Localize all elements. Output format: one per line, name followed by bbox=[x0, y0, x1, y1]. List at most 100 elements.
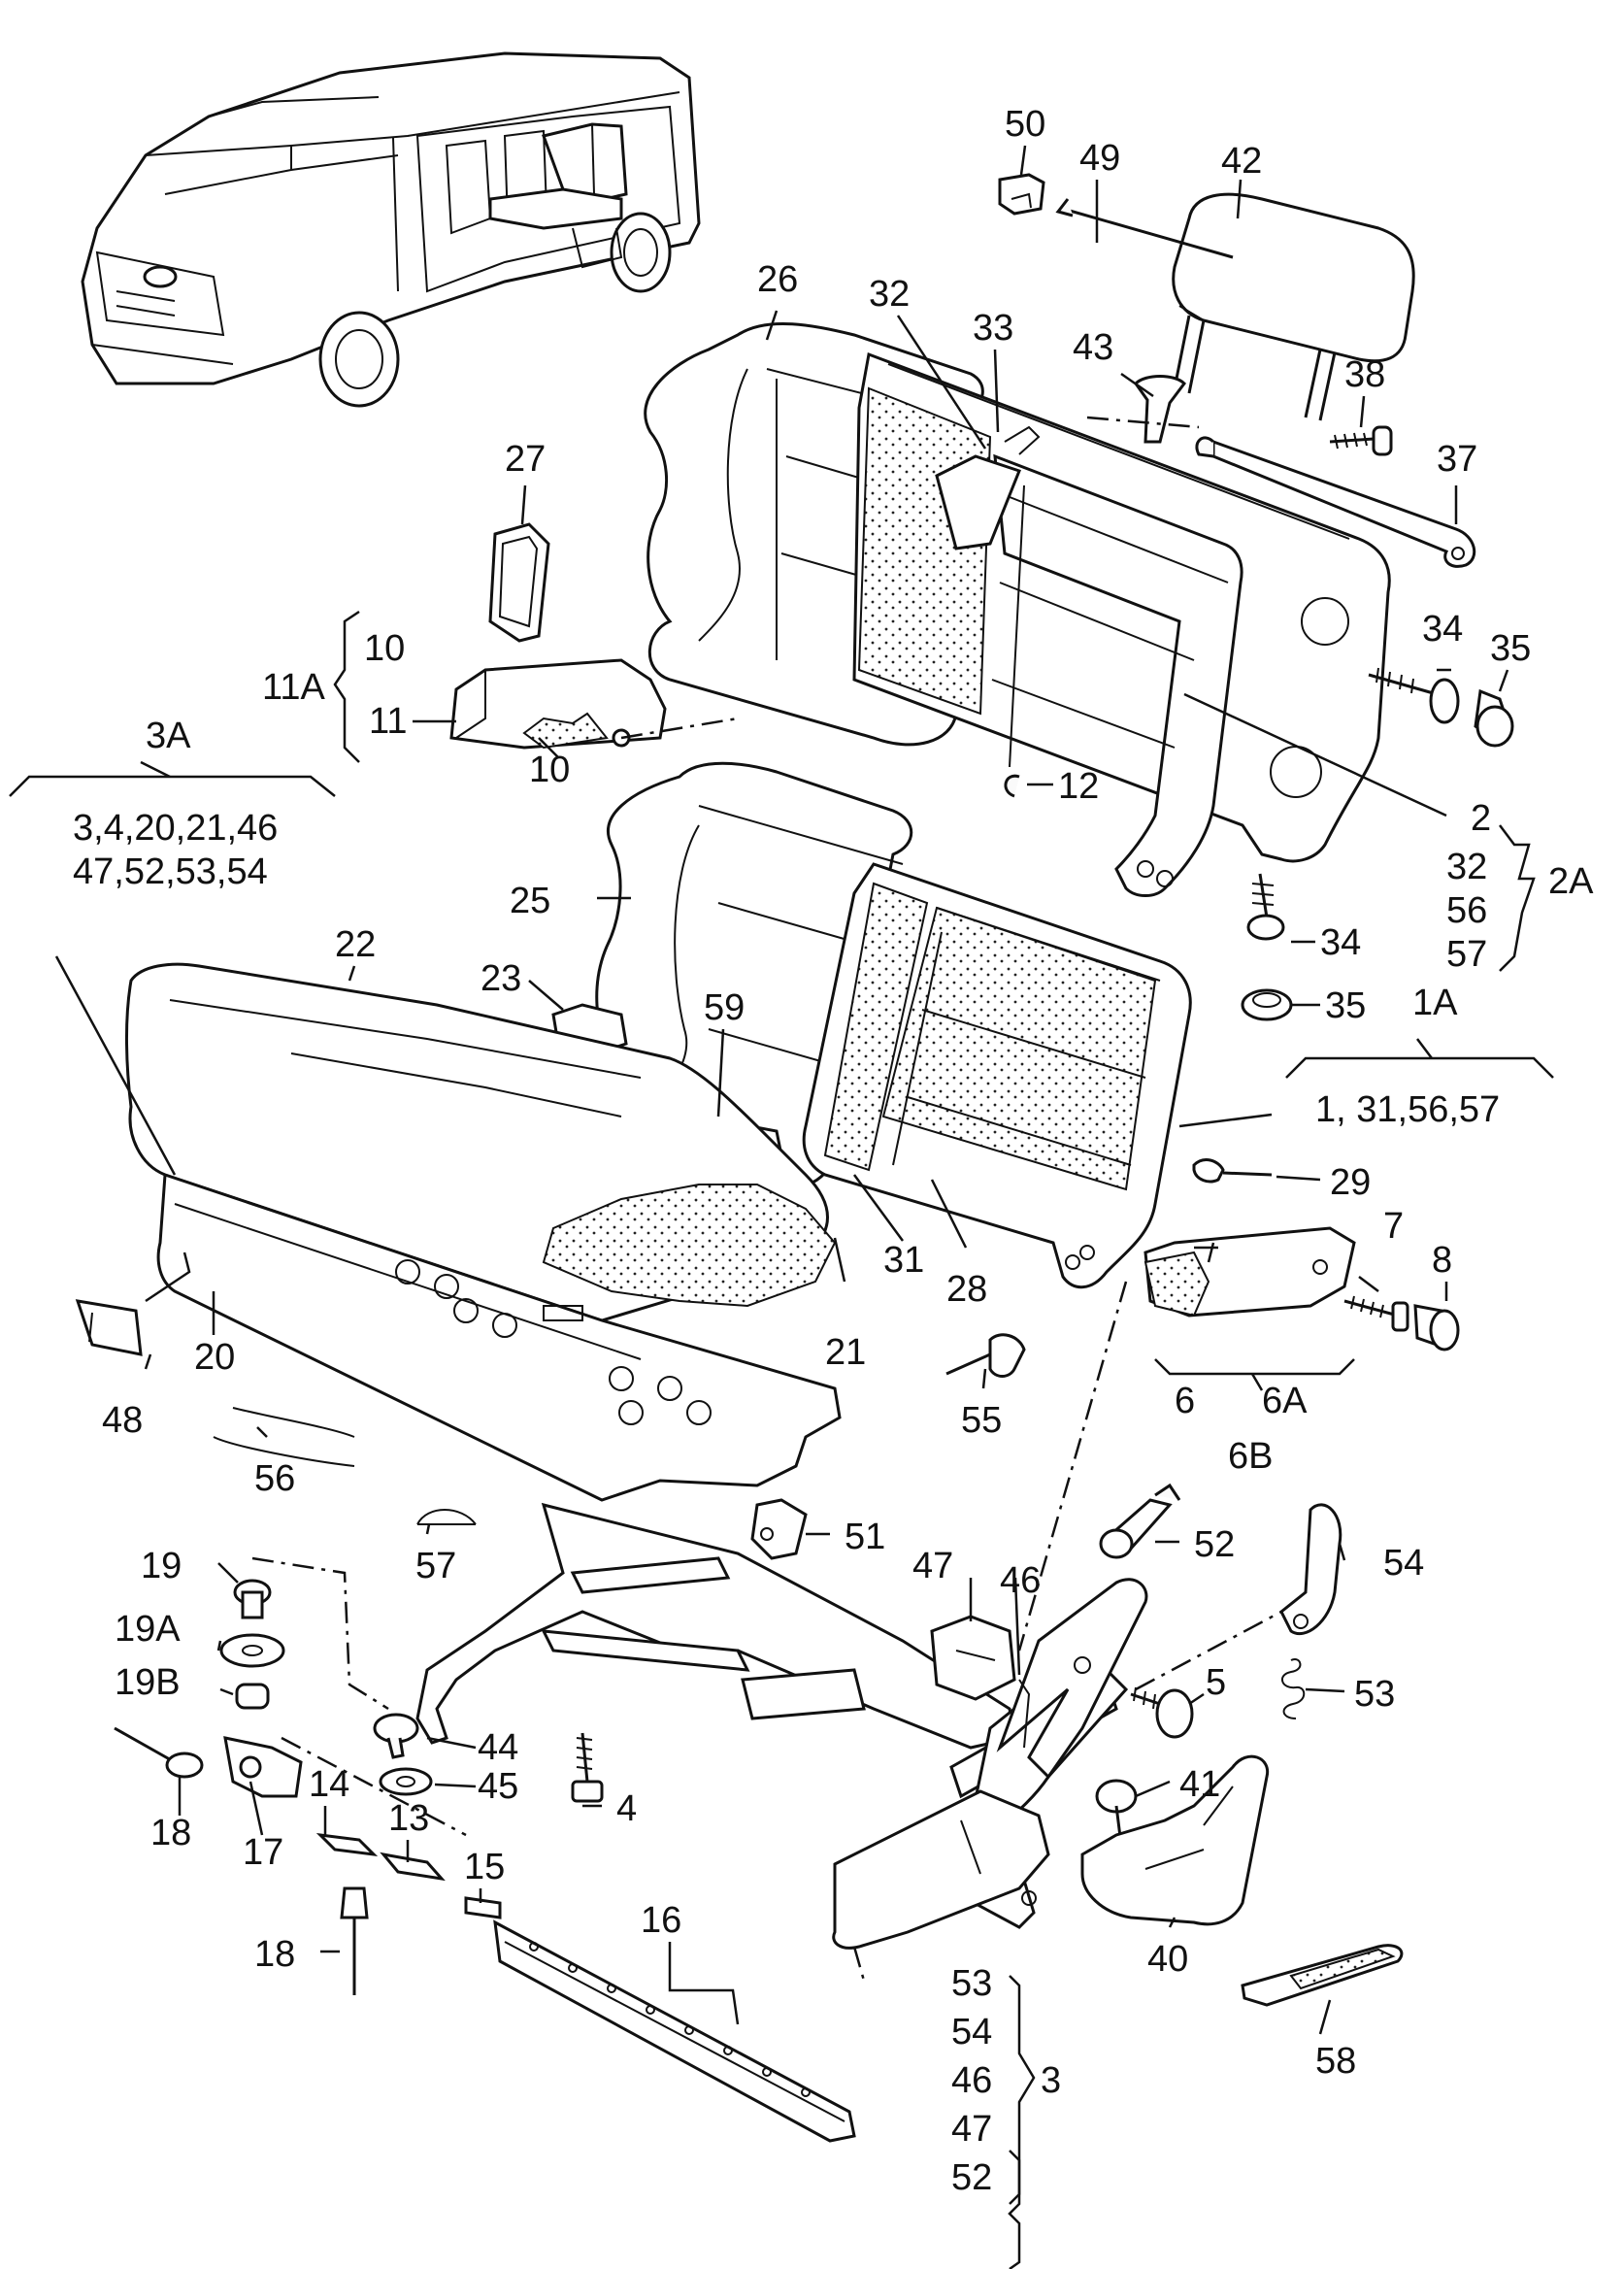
label-11: 11 bbox=[369, 701, 407, 742]
label-49: 49 bbox=[1079, 138, 1120, 179]
label-43: 43 bbox=[1073, 327, 1113, 368]
label-34-lower: 34 bbox=[1320, 922, 1361, 963]
group-2A-member-32: 32 bbox=[1446, 847, 1487, 887]
cover-47 bbox=[930, 1615, 1016, 1701]
label-27: 27 bbox=[505, 439, 546, 480]
label-42: 42 bbox=[1221, 141, 1262, 182]
label-2: 2 bbox=[1471, 798, 1491, 839]
leader-lines bbox=[9, 145, 1554, 2269]
label-35-upper: 35 bbox=[1490, 628, 1531, 669]
group-2A: 32 56 57 2A bbox=[1446, 847, 1594, 975]
label-14: 14 bbox=[309, 1764, 349, 1805]
group-11A-code: 11A bbox=[262, 667, 325, 708]
knob-5 bbox=[1130, 1686, 1194, 1739]
label-20: 20 bbox=[194, 1337, 235, 1378]
group-2A-member-57: 57 bbox=[1446, 934, 1487, 975]
group-1A-members: 1, 31,56,57 bbox=[1315, 1089, 1500, 1130]
label-50: 50 bbox=[1005, 104, 1045, 145]
group-3A-members-1: 3,4,20,21,46 bbox=[73, 808, 278, 849]
label-6: 6 bbox=[1175, 1381, 1195, 1421]
cap-8 bbox=[1413, 1304, 1460, 1351]
label-15: 15 bbox=[464, 1847, 505, 1887]
group-3-member-52: 52 bbox=[951, 2157, 992, 2198]
rod-46 bbox=[1018, 1679, 1031, 1749]
label-55: 55 bbox=[961, 1400, 1002, 1441]
label-47: 47 bbox=[912, 1546, 953, 1586]
washer-45 bbox=[379, 1767, 433, 1796]
label-18-upper: 18 bbox=[150, 1813, 191, 1853]
label-52: 52 bbox=[1194, 1524, 1235, 1565]
seat-base-20 bbox=[156, 1172, 842, 1502]
label-53: 53 bbox=[1354, 1674, 1395, 1715]
group-3: 53 54 46 47 52 3 bbox=[951, 1963, 1061, 2198]
pin-29 bbox=[1192, 1158, 1273, 1184]
label-37: 37 bbox=[1437, 439, 1477, 480]
label-23: 23 bbox=[481, 958, 521, 999]
bracket-17 bbox=[223, 1736, 303, 1798]
lever-52 bbox=[1099, 1483, 1181, 1559]
group-1A: 1A 1, 31,56,57 bbox=[1315, 983, 1500, 1130]
bolt-7 bbox=[1343, 1295, 1409, 1332]
label-19A: 19A bbox=[115, 1609, 181, 1650]
connection-lines bbox=[251, 416, 1282, 1982]
lever-54 bbox=[1279, 1503, 1342, 1635]
label-13: 13 bbox=[388, 1798, 429, 1839]
seat-cushion-22 bbox=[125, 962, 837, 1322]
group-3-member-47: 47 bbox=[951, 2109, 992, 2150]
group-2A-member-56: 56 bbox=[1446, 890, 1487, 931]
backrest-frame-1 bbox=[802, 862, 1192, 1289]
label-18-lower: 18 bbox=[254, 1934, 295, 1975]
group-3-member-53: 53 bbox=[951, 1963, 992, 2004]
spring-53 bbox=[1281, 1658, 1306, 1719]
label-25: 25 bbox=[510, 881, 550, 921]
label-46: 46 bbox=[1000, 1560, 1041, 1601]
label-19: 19 bbox=[141, 1546, 182, 1586]
label-34-upper: 34 bbox=[1422, 609, 1463, 650]
label-56: 56 bbox=[254, 1458, 295, 1499]
cover-40 bbox=[1080, 1754, 1270, 1926]
label-19B: 19B bbox=[115, 1662, 181, 1703]
label-5: 5 bbox=[1206, 1662, 1226, 1703]
label-29: 29 bbox=[1330, 1162, 1371, 1203]
label-16: 16 bbox=[641, 1900, 681, 1941]
van-illustration bbox=[81, 51, 701, 408]
clip-15 bbox=[464, 1896, 502, 1919]
label-8: 8 bbox=[1432, 1240, 1452, 1281]
label-7: 7 bbox=[1383, 1206, 1404, 1247]
group-11A: 11A bbox=[262, 667, 325, 708]
trim-56 bbox=[213, 1407, 355, 1467]
label-6A: 6A bbox=[1262, 1381, 1308, 1421]
plug-55 bbox=[945, 1333, 1026, 1378]
label-10-top: 10 bbox=[364, 628, 405, 669]
label-59: 59 bbox=[704, 987, 745, 1028]
armrest-11 bbox=[449, 658, 667, 750]
group-2A-code: 2A bbox=[1548, 861, 1594, 902]
rivet-18-lower bbox=[340, 1886, 369, 1995]
label-26: 26 bbox=[757, 259, 798, 300]
rivet-18-upper bbox=[114, 1726, 204, 1779]
label-38: 38 bbox=[1344, 354, 1385, 395]
group-6B-code: 6B bbox=[1228, 1436, 1273, 1477]
label-32: 32 bbox=[869, 274, 910, 315]
label-48: 48 bbox=[102, 1400, 143, 1441]
part-labels: 50 49 42 26 32 33 43 38 37 27 10 11 10 1… bbox=[102, 104, 1531, 2082]
trim-58 bbox=[1241, 1944, 1404, 2007]
cap-35-upper bbox=[1474, 688, 1514, 748]
group-3A-code: 3A bbox=[146, 716, 191, 756]
label-17: 17 bbox=[243, 1832, 283, 1873]
label-57: 57 bbox=[415, 1546, 456, 1586]
clip-48 bbox=[75, 1299, 143, 1356]
latch-51 bbox=[750, 1498, 808, 1560]
screw-44 bbox=[373, 1713, 419, 1759]
screw-34-lower bbox=[1246, 873, 1285, 941]
label-28: 28 bbox=[946, 1269, 987, 1310]
trim-57 bbox=[416, 1509, 477, 1525]
label-31: 31 bbox=[883, 1240, 924, 1281]
label-33: 33 bbox=[973, 308, 1013, 349]
cap-35-lower bbox=[1241, 988, 1293, 1021]
label-40: 40 bbox=[1147, 1939, 1188, 1980]
panel-27 bbox=[488, 522, 550, 643]
bolt-4 bbox=[571, 1732, 604, 1803]
label-22: 22 bbox=[335, 924, 376, 965]
